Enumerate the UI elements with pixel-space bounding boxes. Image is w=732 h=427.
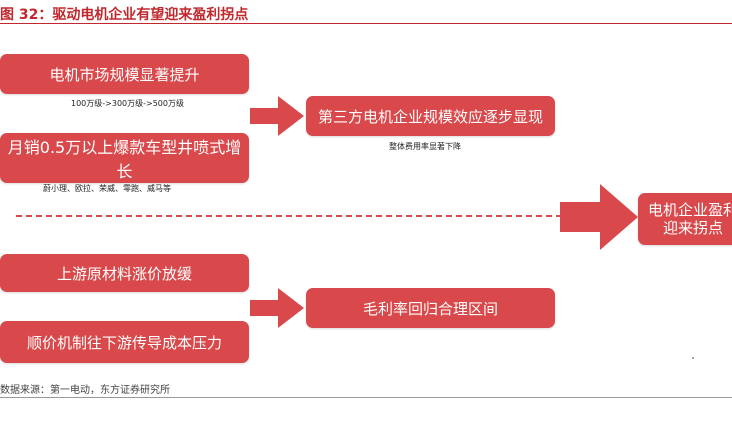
figure-title: 图 32：驱动电机企业有望迎来盈利拐点 xyxy=(0,7,249,23)
bottom-divider xyxy=(0,397,732,398)
result-arrow xyxy=(560,184,638,250)
title-divider xyxy=(0,23,732,24)
hot-models-note: 蔚小理、欧拉、荣威、零跑、威马等 xyxy=(43,184,171,193)
lower-arrow xyxy=(250,288,304,328)
market-scale-box: 电机市场规模显著提升 xyxy=(0,54,249,94)
dashed-divider xyxy=(16,215,562,217)
third-party-note: 整体费用率显著下降 xyxy=(389,142,461,151)
hot-models-box: 月销0.5万以上爆款车型井喷式增长 xyxy=(0,133,249,183)
pass-cost-box: 顺价机制往下游传导成本压力 xyxy=(0,321,249,363)
profit-inflection-line2: 迎来拐点 xyxy=(662,219,723,237)
market-scale-note: 100万级->300万级->500万级 xyxy=(71,99,184,108)
stray-dot xyxy=(692,357,694,359)
gross-margin-box: 毛利率回归合理区间 xyxy=(306,288,555,328)
raw-material-box: 上游原材料涨价放缓 xyxy=(0,254,249,292)
third-party-scale-box: 第三方电机企业规模效应逐步显现 xyxy=(306,96,555,136)
upper-arrow xyxy=(250,96,304,136)
source-note: 数据来源：第一电动，东方证券研究所 xyxy=(0,385,170,396)
profit-inflection-line1: 电机企业盈利 xyxy=(647,201,732,219)
profit-inflection-box: 电机企业盈利 迎来拐点 xyxy=(638,193,732,245)
